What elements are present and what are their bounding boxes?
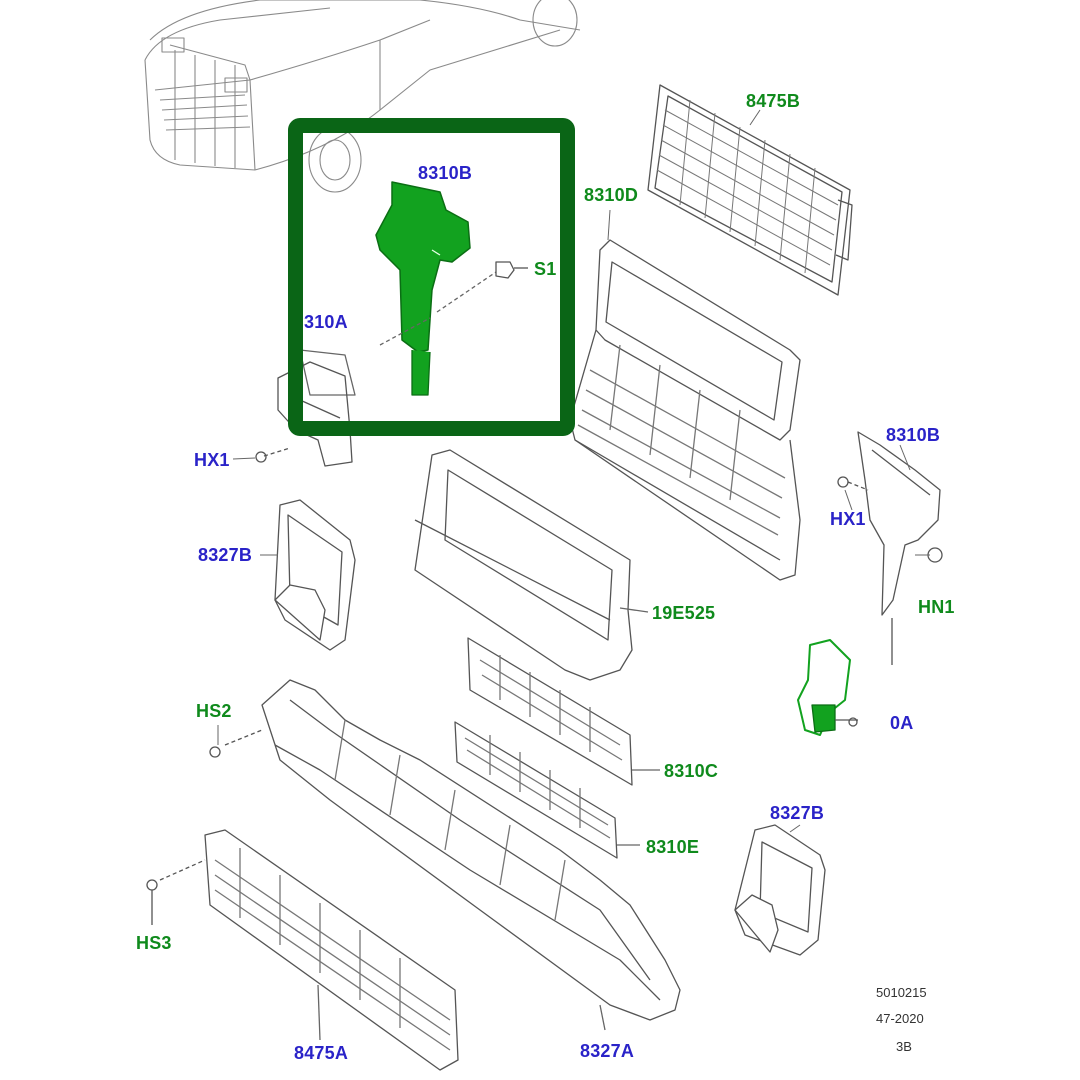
bumper-beam-8327A	[209, 679, 681, 1031]
carrier-19E525	[414, 449, 649, 681]
bracket-8310A-right	[797, 639, 858, 736]
air-duct-8327B-right	[734, 824, 826, 956]
label-8327B-left: 8327B	[198, 545, 253, 565]
label-8475A: 8475A	[294, 1043, 349, 1063]
bracket-8310A-left	[255, 361, 353, 467]
reference-revision: 3B	[896, 1039, 912, 1054]
label-HN1: HN1	[918, 597, 955, 617]
shutter-frame-8310D	[569, 239, 801, 581]
label-8310D: 8310D	[584, 185, 639, 205]
highlight-inset-frame	[288, 118, 575, 436]
label-8310B-inset: 8310B	[418, 163, 473, 183]
label-HX1-left: HX1	[194, 450, 230, 470]
label-19E525: 19E525	[652, 603, 716, 623]
inset-bracket-8310B	[299, 181, 528, 396]
label-8310A-inset: 310A	[304, 312, 348, 332]
label-8475B-top: 8475B	[746, 91, 801, 111]
label-8310C: 8310C	[664, 761, 719, 781]
label-HS2: HS2	[196, 701, 232, 721]
label-S1-inset: S1	[534, 259, 557, 279]
label-8310A-right: 0A	[890, 713, 914, 733]
upper-grille-8475B	[647, 84, 853, 296]
bracket-8310B-right	[837, 431, 943, 665]
label-8327B-right: 8327B	[770, 803, 825, 823]
lower-grille-8475A	[146, 829, 459, 1071]
label-HX1-right: HX1	[830, 509, 866, 529]
reference-number: 5010215	[876, 985, 927, 1000]
vehicle-sketch	[144, 0, 581, 193]
label-8327A: 8327A	[580, 1041, 635, 1061]
grille-insert-8310E	[454, 721, 640, 859]
grille-insert-8310C	[467, 637, 660, 786]
air-duct-8327B-left	[274, 499, 356, 651]
label-HS3: HS3	[136, 933, 172, 953]
label-8310E: 8310E	[646, 837, 700, 857]
label-8310B-right: 8310B	[886, 425, 941, 445]
reference-date: 47-2020	[876, 1011, 924, 1026]
